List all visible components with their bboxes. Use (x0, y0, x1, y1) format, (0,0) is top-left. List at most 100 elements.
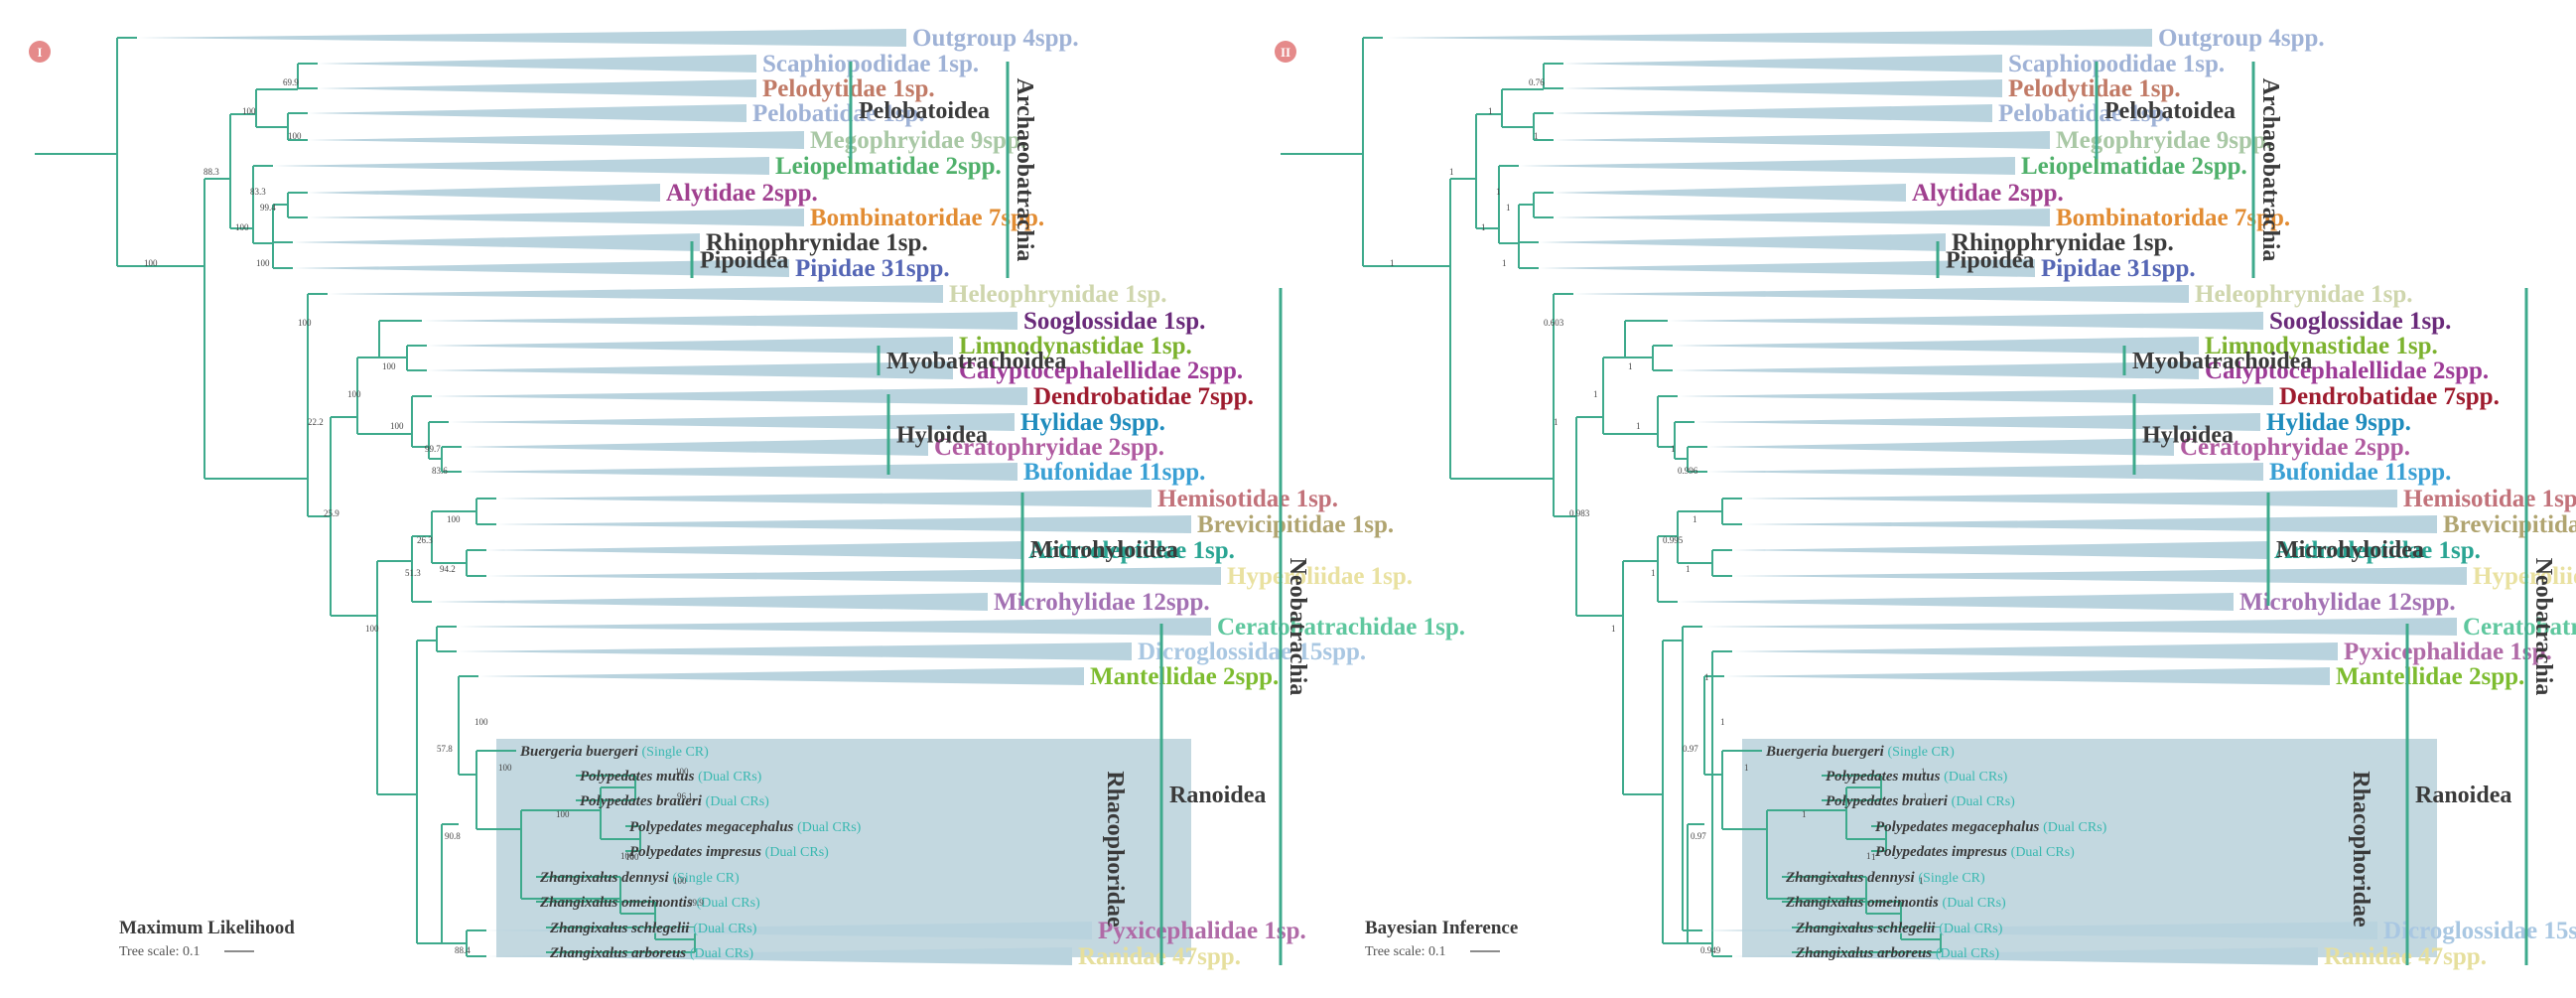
rhino-triangle (1539, 233, 1946, 251)
support-value: 99.7 (425, 444, 441, 454)
pyxi-triangle (1732, 642, 2338, 660)
cerbat-triangle (457, 618, 1211, 636)
support-value: 1 (1651, 568, 1656, 578)
support-value: 90.8 (445, 831, 461, 841)
support-value: 100 (256, 258, 270, 268)
group-hyloidea: Hyloidea (896, 423, 988, 449)
group-microhyloidea: Microhyloidea (1030, 537, 1178, 563)
taxon-bomb: Bombinatoridae 7spp. (2056, 205, 2290, 231)
pyxi-triangle (486, 922, 1092, 939)
taxon-leiop: Leiopelmatidae 2spp. (775, 153, 1002, 180)
group-myob: Myobatrachoidea (2132, 349, 2312, 374)
taxon-pyxi: Pyxicephalidae 1sp. (2344, 639, 2552, 665)
support-value: 0.983 (1569, 508, 1590, 518)
taxon-limno: Limnodynastidae 1sp. (959, 333, 1192, 359)
species-pbraueri: Polypedates braueri (Dual CRs) (580, 793, 769, 809)
group-microhyloidea: Microhyloidea (2276, 537, 2424, 563)
taxon-pelody: Pelodytidae 1sp. (2008, 75, 2181, 102)
micro-triangle (432, 593, 988, 611)
support-value: 57.8 (437, 744, 453, 754)
support-value: 1 (1871, 852, 1876, 862)
species-zarbo: Zhangixalus arboreus (Dual CRs) (1795, 945, 1999, 961)
outgroup-triangle (137, 29, 906, 47)
taxon-alyt: Alytidae 2spp. (1912, 180, 2064, 207)
support-value: 100 (447, 514, 461, 524)
support-value: 1 (1502, 258, 1507, 268)
panel-badge-label: II (1281, 45, 1290, 60)
support-value: 1 (1481, 222, 1486, 232)
cerato-triangle (1707, 438, 2174, 456)
species-pmega: Polypedates megacephalus (Dual CRs) (629, 819, 862, 835)
taxon-dicro: Dicroglossidae 15spp. (2383, 918, 2576, 944)
species-pimpr: Polypedates impresus (Dual CRs) (629, 844, 829, 860)
support-value: 1 (1704, 672, 1709, 682)
taxon-outgroup: Outgroup 4spp. (2158, 25, 2325, 52)
bufo-triangle (462, 463, 1017, 481)
group-rhaco: Rhacophoridae (1102, 771, 1128, 927)
panel-badge-label: I (37, 45, 42, 60)
taxon-scaph: Scaphiopodidae 1sp. (2008, 51, 2225, 77)
tree-branches (1281, 37, 1942, 957)
taxon-arthro: Arthroleptidae 1sp. (1028, 537, 1235, 564)
support-value: 100 (144, 258, 158, 268)
support-value: 83.3 (250, 187, 266, 197)
support-value: 1 (1802, 809, 1807, 819)
limno-triangle (427, 337, 953, 355)
scaph-triangle (318, 55, 756, 72)
support-value: 25.9 (324, 508, 339, 518)
micro-triangle (1678, 593, 2234, 611)
species-pmega: Polypedates megacephalus (Dual CRs) (1875, 819, 2107, 835)
species-pbraueri: Polypedates braueri (Dual CRs) (1826, 793, 2015, 809)
support-value: 0.603 (1544, 318, 1564, 328)
mant-triangle (478, 667, 1084, 685)
megoph-triangle (1554, 131, 2050, 149)
support-value: 0.97 (1683, 744, 1698, 754)
taxon-pipid: Pipidae 31spp. (795, 255, 950, 282)
support-value: 88.4 (455, 945, 471, 955)
taxon-pelob: Pelobatidae 1sp. (1998, 100, 2171, 127)
support-value: 1 (1628, 361, 1633, 371)
support-value: 51.3 (405, 568, 421, 578)
taxon-cerbat: Ceratobatrachidae 1sp. (1217, 614, 1465, 641)
support-value: 1 (1720, 717, 1725, 727)
pipid-triangle (293, 259, 789, 277)
support-value: 1 (1611, 624, 1616, 634)
panel-badge (29, 41, 51, 63)
alyt-triangle (1554, 184, 1906, 202)
support-value: 94.2 (440, 564, 456, 574)
group-pipoidea: Pipoidea (700, 248, 788, 274)
taxon-pelob: Pelobatidae 1sp. (752, 100, 925, 127)
panel-badge (1275, 41, 1296, 63)
support-value: 96.1 (677, 791, 693, 801)
group-archaeo: Archaeobatrachia (1012, 78, 1037, 262)
leiop-triangle (1519, 157, 2015, 175)
taxon-megoph: Megophryidae 9spp. (810, 127, 1026, 154)
support-value: 0.76 (1529, 77, 1545, 87)
megoph-triangle (308, 131, 804, 149)
taxon-outgroup: Outgroup 4spp. (912, 25, 1079, 52)
species-zomei: Zhangixalus omeimontis (Dual CRs) (539, 895, 760, 911)
support-value: 0.97 (1691, 831, 1706, 841)
soog-triangle (422, 312, 1017, 330)
support-value: 22.2 (308, 417, 324, 427)
pelob-triangle (308, 104, 746, 122)
support-value: 69.9 (283, 77, 299, 87)
arthro-triangle (486, 541, 1022, 559)
taxon-limno: Limnodynastidae 1sp. (2205, 333, 2438, 359)
taxon-brevi: Brevicipitidae 1sp. (1197, 511, 1394, 538)
scaph-triangle (1563, 55, 2002, 72)
alyt-triangle (308, 184, 660, 202)
species-buerg: Buergeria buergeri (Single CR) (1765, 744, 1955, 760)
taxon-cerato: Ceratophryidae 2spp. (2180, 434, 2410, 461)
taxon-soog: Sooglossidae 1sp. (2269, 308, 2451, 335)
pipid-triangle (1539, 259, 2035, 277)
tree-scale-label: Tree scale: 0.1 (119, 944, 201, 959)
support-value: 1 (1866, 851, 1871, 861)
taxon-dendro: Dendrobatidae 7spp. (2279, 383, 2500, 410)
rhino-triangle (293, 233, 700, 251)
taxon-megoph: Megophryidae 9spp. (2056, 127, 2272, 154)
taxon-rhino: Rhinophrynidae 1sp. (1952, 229, 2174, 256)
method-label: Maximum Likelihood (119, 918, 295, 938)
leiop-triangle (273, 157, 769, 175)
